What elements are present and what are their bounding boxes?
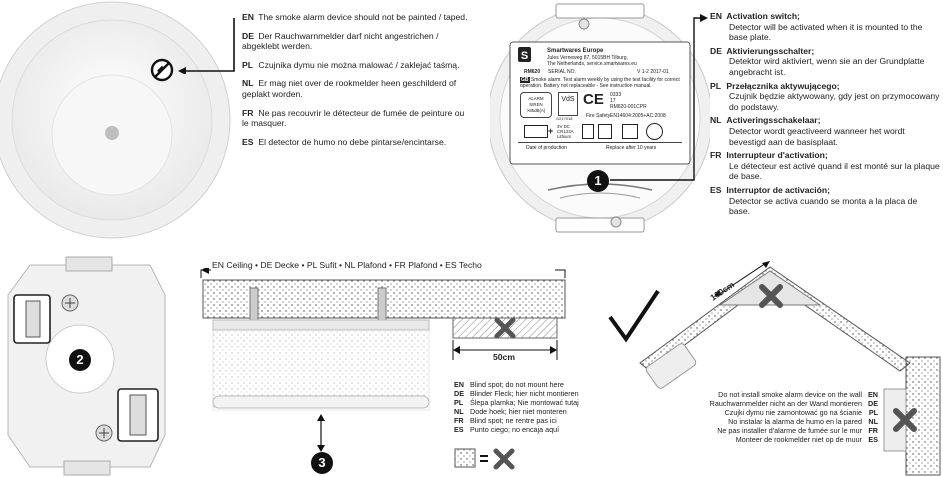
paint-nl: NL Er mag niet over de rookmelder heen g… bbox=[242, 78, 457, 99]
activation-arrow bbox=[610, 14, 708, 181]
ceiling-diagram bbox=[200, 268, 566, 452]
label-model: RM620 bbox=[524, 69, 541, 75]
blind-spot-cross-icon bbox=[494, 317, 516, 339]
norm: EN14604:2005+AC:2008 bbox=[610, 113, 666, 119]
ce-cpr: RM620-001CPR bbox=[610, 104, 647, 110]
paint-pl: PL Czujnika dymu nie można malować / zak… bbox=[242, 59, 460, 70]
activation-item: PL Przełącznika aktywującego; Czujnik bę… bbox=[710, 80, 940, 112]
vds-number: G217018 bbox=[556, 116, 573, 121]
vds-mark: VdS bbox=[558, 92, 578, 116]
activation-item: EN Activation switch; Detector will be a… bbox=[710, 11, 923, 43]
wall-item: Czujki dymu nie zamontować go na ścianie… bbox=[724, 408, 878, 417]
legend-equals-cross-icon bbox=[454, 448, 515, 470]
roof-cross-icon bbox=[759, 284, 783, 308]
label-version: V 1-2 2017-01 bbox=[637, 69, 669, 75]
production-date: Date of production bbox=[526, 145, 567, 151]
blind-spot-item: FR Blind spot; ne rentre pas ici bbox=[454, 416, 557, 425]
paint-fr: FR Ne pas recouvrir le détecteur de fumé… bbox=[242, 107, 465, 129]
marker-1: 1 bbox=[587, 170, 609, 192]
battery-voltage: 3V DC bbox=[557, 124, 570, 129]
blind-spot-item: DE Blinder Fleck; hier nicht montieren bbox=[454, 389, 579, 398]
ceiling-distance: 50cm bbox=[493, 352, 515, 362]
battery-type: CR123A bbox=[557, 129, 574, 134]
product-label: Smartwares Europe Jules Verneweg 87, 501… bbox=[510, 44, 690, 164]
ce-mark: CE bbox=[583, 91, 604, 108]
label-serial: SERIAL NO. bbox=[548, 69, 576, 75]
battery-plus-icon: + bbox=[548, 126, 554, 136]
activation-text: EN Activation switch; Detector will be a… bbox=[710, 11, 940, 217]
recycle-icon bbox=[646, 123, 663, 140]
roof-diagram bbox=[608, 261, 941, 476]
wall-item: Rauchwarnmelder nicht an der Wand montie… bbox=[709, 399, 878, 408]
svg-text:S: S bbox=[521, 50, 528, 62]
blind-spot-item: PL Ślepa plamka; Nie montować tutaj bbox=[454, 398, 579, 407]
ce-year: 17 bbox=[610, 98, 616, 104]
label-address1: Jules Verneweg 87, 5015BH Tilburg, bbox=[547, 55, 628, 61]
battery-icon bbox=[524, 125, 548, 138]
wall-warning-list: Do not install smoke alarm device on the… bbox=[658, 390, 878, 444]
house-icon bbox=[622, 124, 638, 139]
no-paint-icon bbox=[150, 58, 174, 82]
blind-spot-item: NL Dode hoek; hier niet monteren bbox=[454, 407, 567, 416]
detector-back-illustration: S bbox=[490, 3, 710, 233]
wall-item: Do not install smoke alarm device on the… bbox=[718, 390, 878, 399]
label-address2: The Netherlands, service.smartwares.eu bbox=[547, 61, 637, 67]
wall-item: Ne pas installer d'alarme de fumée sur l… bbox=[717, 426, 878, 435]
weee-bin-icon bbox=[582, 124, 594, 139]
paint-warning-text: EN The smoke alarm device should not be … bbox=[242, 12, 472, 147]
blind-spot-item: ES Punto ciego; no encaja aquí bbox=[454, 425, 560, 434]
activation-item: FR Interrupteur d'activation; Le détecte… bbox=[710, 150, 940, 182]
blind-spot-item: EN Blind spot; do not mount here bbox=[454, 380, 564, 389]
marker-3: 3 bbox=[311, 452, 333, 474]
activation-item: DE Aktivierungsschalter; Detektor wird a… bbox=[710, 45, 925, 77]
paint-de: DE Der Rauchwarnmelder darf nicht angest… bbox=[242, 30, 439, 52]
marker-2: 2 bbox=[69, 349, 91, 371]
checkmark-icon bbox=[608, 289, 660, 343]
ceiling-header: EN Ceiling • DE Decke • PL Sufit • NL Pl… bbox=[212, 260, 482, 270]
label-company: Smartwares Europe bbox=[547, 48, 604, 54]
wall-cross-icon bbox=[893, 408, 917, 432]
pointer-arrow bbox=[178, 18, 235, 74]
label-gb-text: GB Smoke alarm. Test alarm weekly by usi… bbox=[520, 77, 680, 89]
fire-safety: Fire Safety bbox=[586, 113, 611, 119]
blind-spot-legend: EN Blind spot; do not mount here DE Blin… bbox=[454, 380, 579, 434]
wall-item: Monteer de rookmelder niet op de muur ES bbox=[735, 435, 878, 444]
replace-after: Replace after 10 years bbox=[606, 145, 657, 151]
battery-chem: Lithium bbox=[557, 134, 572, 139]
alarm-siren-badge: ALARM SIREN >85dB(A) bbox=[520, 92, 552, 118]
manual-icon bbox=[598, 124, 612, 139]
ce-number: 0333 bbox=[610, 92, 622, 98]
paint-es: ES El detector de humo no debe pintarse/… bbox=[242, 136, 447, 147]
paint-en: EN The smoke alarm device should not be … bbox=[242, 12, 468, 22]
activation-item: NL Activeringsschakelaar; Detector wordt… bbox=[710, 115, 905, 147]
activation-item: ES Interruptor de activación; Detector s… bbox=[710, 184, 918, 217]
wall-item: No instalar la alarma de humo en la pare… bbox=[728, 417, 878, 426]
